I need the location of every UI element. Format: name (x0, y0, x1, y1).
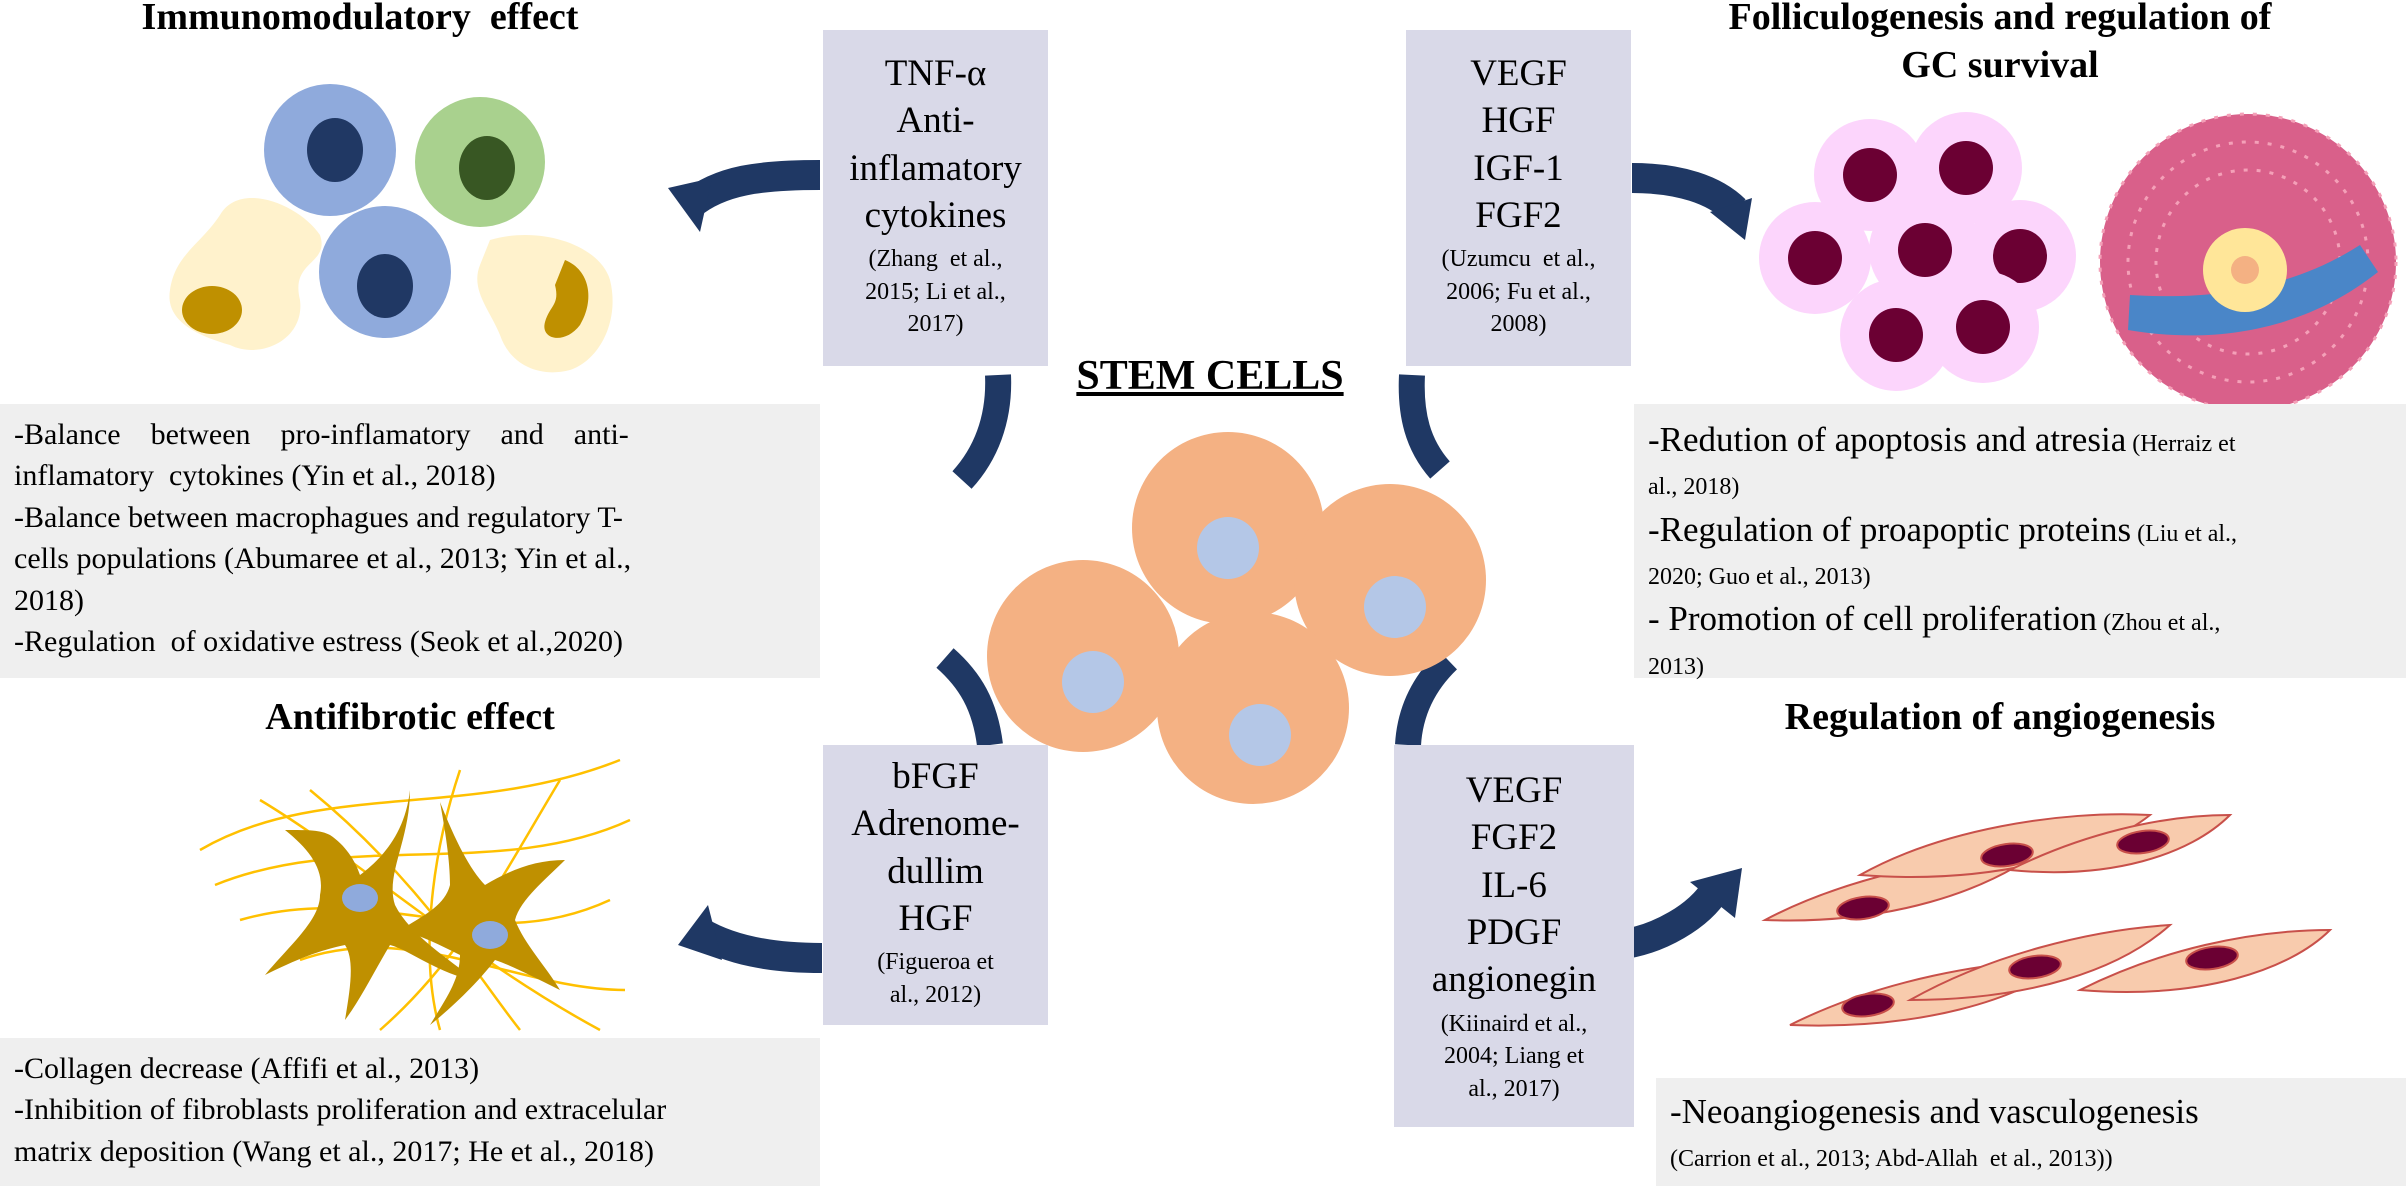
effect-reference: (Herraiz et (2126, 431, 2236, 457)
effect-line: (Carrion et al., 2013; Abd-Allah et al.,… (1670, 1136, 2392, 1177)
reference-line: 2008) (1490, 311, 1547, 338)
effect-line: matrix deposition (Wang et al., 2017; He… (14, 1134, 654, 1168)
effect-line: -Balance between macrophagues and regula… (14, 500, 623, 534)
effect-reference: 2020; Guo et al., 2013) (1648, 563, 1871, 590)
immunomodulatory-factors-box: TNF-α Anti- inflamatory cytokines (Zhang… (823, 30, 1048, 366)
arrow-to-angiogenesis (1615, 868, 1742, 960)
angiogenesis-factors-box: VEGF FGF2 IL-6 PDGF angionegin (Kiinaird… (1394, 745, 1634, 1127)
effect-line: -Collagen decrease (Affifi et al., 2013) (14, 1052, 480, 1085)
factor-item: VEGF (1465, 770, 1563, 811)
folliculogenesis-factors-box: VEGF HGF IGF-1 FGF2 (Uzumcu et al., 2006… (1406, 30, 1631, 366)
reference-line: 2017) (907, 311, 964, 338)
effect-line: -Redution of apoptosis and atresia (Herr… (1648, 416, 2392, 464)
effect-reference: (Zhou et al., (2097, 610, 2221, 637)
effect-line: 2013) (1648, 644, 2392, 685)
reference-line: (Zhang et al., (868, 246, 1003, 273)
factor-item: FGF2 (1475, 195, 1562, 237)
effect-line: 2018) (14, 583, 84, 617)
factor-item: PDGF (1466, 912, 1562, 954)
factor-reference: (Figueroa et al., 2012) (823, 946, 1048, 1011)
reference-line: 2004; Liang et (1444, 1043, 1584, 1070)
effect-line: cells populations (Abumaree et al., 2013… (14, 542, 632, 576)
angiogenesis-title: Regulation of angiogenesis (1784, 696, 2216, 738)
effect-line: -Regulation of oxidative estress (Seok e… (14, 624, 624, 658)
effect-line: al., 2018) (1648, 464, 2392, 505)
arrow-to-antifibrotic (678, 905, 823, 973)
factor-item: IGF-1 (1473, 147, 1564, 189)
immune-cells-illustration (169, 84, 613, 373)
effect-line: -Regulation of proapoptic proteins (Liu … (1648, 506, 2392, 554)
antifibrotic-effects-box: -Collagen decrease (Affifi et al., 2013)… (0, 1038, 820, 1186)
immunomodulatory-title: Immunomodulatory effect (141, 0, 579, 38)
factor-reference: (Zhang et al., 2015; Li et al., 2017) (823, 243, 1048, 340)
effect-reference: (Carrion et al., 2013; Abd-Allah et al.,… (1670, 1146, 2113, 1173)
endothelial-cells-illustration (1761, 813, 2333, 1027)
fibroblasts-illustration (199, 758, 631, 1032)
factor-item: HGF (898, 898, 973, 940)
reference-line: (Kiinaird et al., (1440, 1010, 1588, 1037)
factor-item: Adrenome- (851, 803, 1020, 845)
arrow-to-immunomodulatory (668, 160, 821, 232)
factor-item: VEGF (1470, 53, 1567, 94)
reference-line: al., 2017) (1468, 1075, 1560, 1102)
effect-line: - Promotion of cell proliferation (Zhou … (1648, 595, 2392, 643)
factor-item: dullim (887, 850, 984, 892)
factor-item: Anti- (896, 100, 975, 142)
effect-reference: al., 2018) (1648, 474, 1740, 501)
folliculogenesis-title-line1: Folliculogenesis and regulation of (1728, 0, 2272, 38)
reference-line: (Uzumcu et al., (1441, 246, 1596, 273)
antifibrotic-factors-box: bFGF Adrenome- dullim HGF (Figueroa et a… (823, 745, 1048, 1025)
follicle-illustration (2098, 112, 2398, 412)
factor-item: HGF (1481, 100, 1556, 142)
reference-line: (Figueroa et (877, 949, 994, 976)
connector-arc-top-left (952, 374, 1012, 489)
factor-item: angionegin (1431, 959, 1597, 1001)
immunomodulatory-effects-box: -Balance between pro-inflamatory and ant… (0, 404, 820, 678)
factor-item: TNF-α (884, 53, 987, 94)
effect-text: -Regulation of proapoptic proteins (1648, 509, 2132, 549)
effect-reference: (Liu et al., (2131, 520, 2238, 547)
connector-arc-top-right (1398, 374, 1451, 479)
connector-arc-bottom-left (936, 648, 1003, 747)
granulosa-cells-illustration (1759, 112, 2076, 391)
effect-line: inflamatory cytokines (Yin et al., 2018) (14, 459, 496, 493)
effect-line: 2020; Guo et al., 2013) (1648, 554, 2392, 595)
factor-item: IL-6 (1481, 864, 1547, 906)
factor-item: bFGF (892, 756, 979, 797)
folliculogenesis-effects-box: -Redution of apoptosis and atresia (Herr… (1634, 404, 2406, 680)
folliculogenesis-title-line2: GC survival (1901, 43, 2099, 86)
reference-line: 2015; Li et al., (865, 278, 1006, 305)
folliculogenesis-title: Folliculogenesis and regulation of GC su… (1640, 0, 2360, 89)
antifibrotic-title: Antifibrotic effect (265, 696, 555, 738)
stem-cells-title: STEM CELLS (1076, 353, 1344, 399)
effect-line: -Balance between pro-inflamatory and ant… (14, 418, 629, 451)
reference-line: 2006; Fu et al., (1446, 278, 1591, 305)
factor-reference: (Uzumcu et al., 2006; Fu et al., 2008) (1406, 243, 1631, 340)
effect-line: -Inhibition of fibroblasts proliferation… (14, 1093, 667, 1127)
factor-item: cytokines (864, 195, 1007, 237)
factor-reference: (Kiinaird et al., 2004; Liang et al., 20… (1394, 1008, 1634, 1105)
arrow-to-folliculogenesis (1631, 163, 1752, 240)
connector-arc-bottom-right (1395, 650, 1458, 747)
effect-text: -Neoangiogenesis and vasculogenesis (1670, 1092, 2199, 1131)
effect-text: -Redution of apoptosis and atresia (1648, 420, 2127, 459)
angiogenesis-effects-box: -Neoangiogenesis and vasculogenesis (Car… (1656, 1078, 2406, 1186)
reference-line: al., 2012) (889, 981, 982, 1008)
factor-item: inflamatory (849, 147, 1022, 189)
effect-line: -Neoangiogenesis and vasculogenesis (1670, 1088, 2392, 1136)
effect-reference: 2013) (1648, 653, 1704, 680)
effect-text: - Promotion of cell proliferation (1648, 599, 2098, 639)
stem-cells-cluster (987, 432, 1486, 804)
factor-item: FGF2 (1470, 817, 1558, 859)
